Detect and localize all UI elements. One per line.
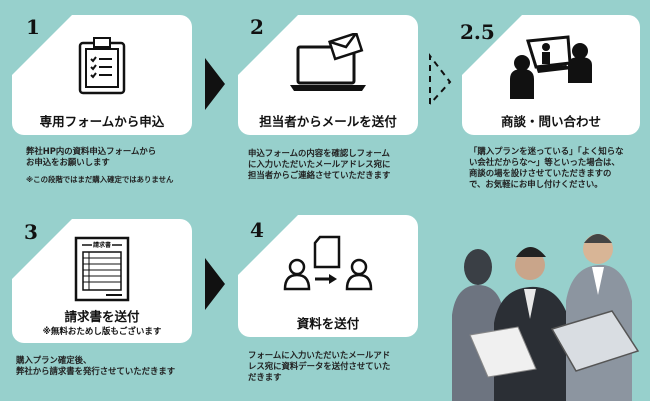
desc-line: で、お気軽にお申し付けください。 [469,179,603,189]
step-1-description: 弊社HP内の資料申込フォームから お申込をお願いします ※この段階ではまだ購入確… [26,146,173,185]
desc-line: 「購入プランを迷っている」「よく知らな [469,146,624,156]
desc-line: 申込フォームの内容を確認しフォーム [248,148,390,158]
step-3-subtitle: ※無料おためし版もございます [42,327,162,337]
step-2-card: 担当者からメールを送付 [238,15,418,135]
step-3-title: 請求書を送付 [64,309,140,324]
clipboard-icon [78,37,126,95]
step-1-title: 専用フォームから申込 [39,114,165,129]
desc-line: 商談の場を設けさせていただきますの [469,168,612,178]
send-document-icon [283,235,373,291]
step-3-number: 3 [24,220,38,244]
step-1-number: 1 [26,15,40,39]
desc-line: 弊社から請求書を発行させていただきます [16,366,176,376]
desc-line: 弊社HP内の資料申込フォームから [26,146,157,156]
dashed-arrow-icon [429,53,452,105]
desc-line: フォームに入力いただいたメールアド [248,350,391,360]
laptop-mail-icon [290,33,366,91]
step-2-title: 担当者からメールを送付 [259,114,397,129]
desc-line: に入力いただいたメールアドレス宛に [248,159,391,169]
desc-line: お申込をお願いします [26,157,110,167]
step-2-5-title: 商談・問い合わせ [500,114,601,129]
desc-line: だきます [248,372,282,382]
desc-line: レス宛に資料データを送付させていた [248,361,391,371]
step-4-number: 4 [250,218,264,242]
step-4-description: フォームに入力いただいたメールアド レス宛に資料データを送付させていた だきます [248,350,390,383]
arrow-right-icon [205,58,225,110]
step-2-5-number: 2.5 [460,20,495,44]
desc-line: 担当者からご連絡させていただきます [248,170,391,180]
step-4-title: 資料を送付 [296,316,360,331]
step-4-card: 資料を送付 [238,215,418,337]
invoice-icon: 請求書 [74,236,130,302]
step-2-description: 申込フォームの内容を確認しフォーム に入力いただいたメールアドレス宛に 担当者か… [248,148,390,181]
arrow-right-icon [205,258,225,310]
desc-line: い会社だからな～」等といった場合は、 [469,157,620,167]
step-3-description: 購入プラン確定後、 弊社から請求書を発行させていただきます [16,355,175,377]
desc-line: 購入プラン確定後、 [16,355,92,365]
step-1-note: ※この段階ではまだ購入確定ではありません [26,175,174,184]
step-3-card: 請求書 請求書を送付 ※無料おためし版もございます [12,219,192,343]
meeting-icon [510,35,592,99]
business-people-photo [452,234,640,401]
step-2-5-description: 「購入プランを迷っている」「よく知らな い会社だからな～」等といった場合は、 商… [469,146,624,190]
invoice-label: 請求書 [93,241,111,249]
step-2-number: 2 [250,15,264,39]
